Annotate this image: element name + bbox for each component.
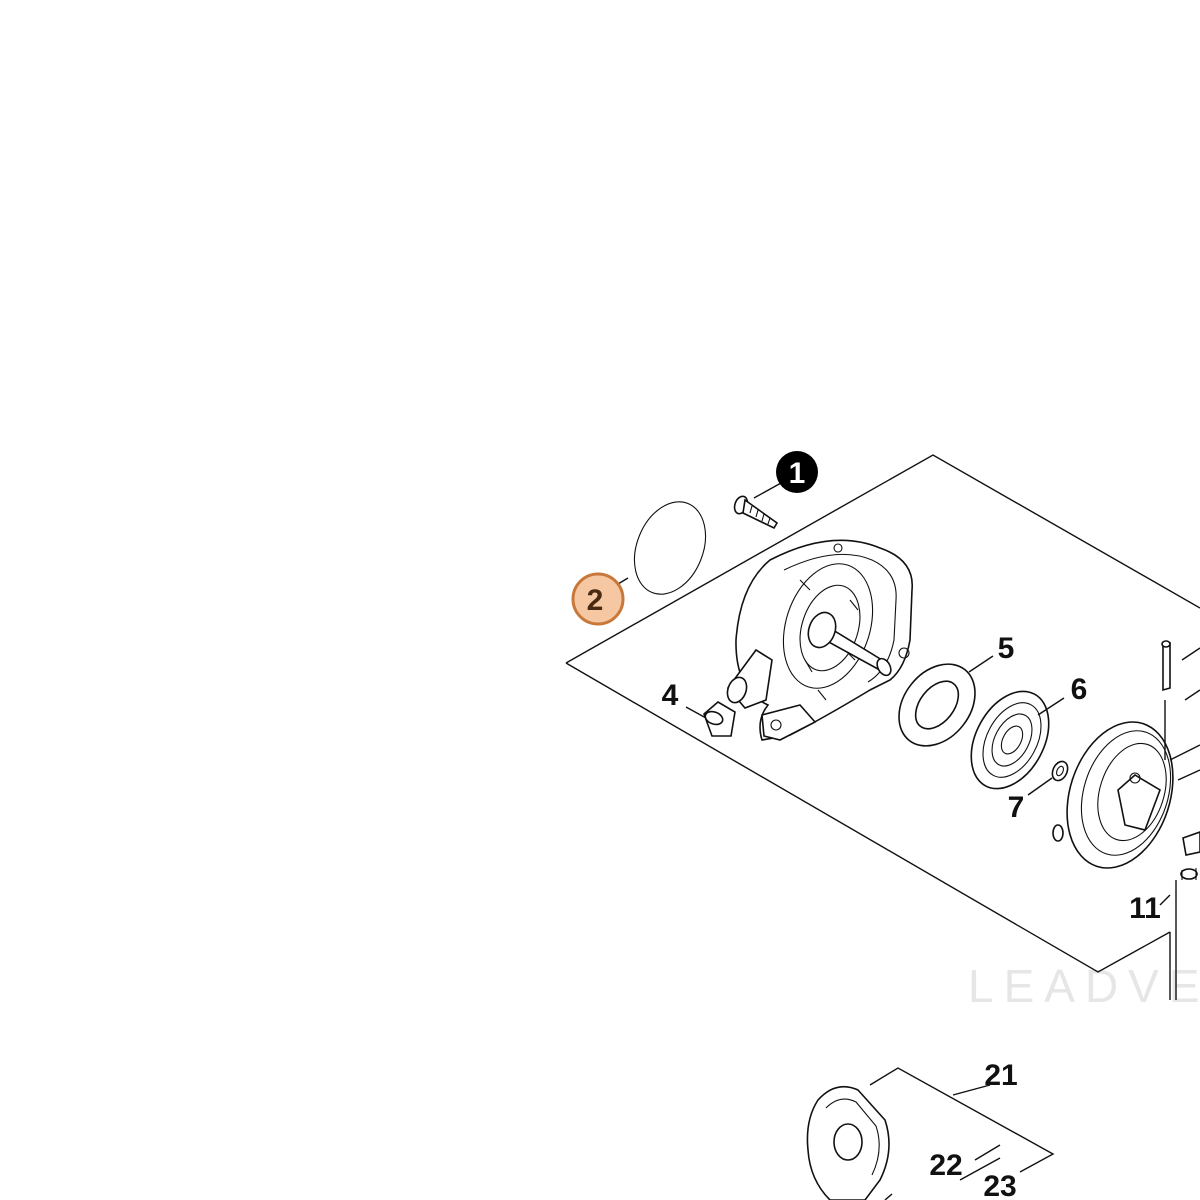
small-ring-part: [1051, 760, 1069, 782]
spring-cassette-part: [970, 690, 1050, 790]
callout-1[interactable]: 1: [776, 451, 818, 493]
screw-part: [733, 495, 779, 530]
callout-23[interactable]: 23: [983, 1170, 1016, 1200]
callout-21[interactable]: 21: [984, 1059, 1017, 1092]
callout-4[interactable]: 4: [662, 679, 679, 712]
right-edge-parts: [1161, 640, 1200, 880]
callout-2-label: 2: [587, 584, 604, 617]
starter-housing-part: [726, 539, 913, 741]
watermark-text: LEADVE: [968, 960, 1200, 1012]
callout-2[interactable]: 2: [571, 572, 625, 626]
callout-22[interactable]: 22: [929, 1149, 962, 1182]
callout-11[interactable]: 11: [1129, 892, 1161, 925]
callout-1-label: 1: [789, 457, 806, 490]
callout-7[interactable]: 7: [1008, 791, 1025, 824]
o-ring-part: [633, 501, 707, 595]
assembly-frame: [565, 454, 1200, 1000]
lower-assembly-frame: [869, 1067, 1055, 1173]
callout-6[interactable]: 6: [1071, 673, 1088, 706]
rope-rotor-part: [1052, 721, 1174, 869]
lower-cover-part: [806, 1085, 893, 1200]
washer-part: [898, 663, 976, 747]
plug-part: [703, 701, 736, 737]
callout-5[interactable]: 5: [998, 632, 1015, 665]
